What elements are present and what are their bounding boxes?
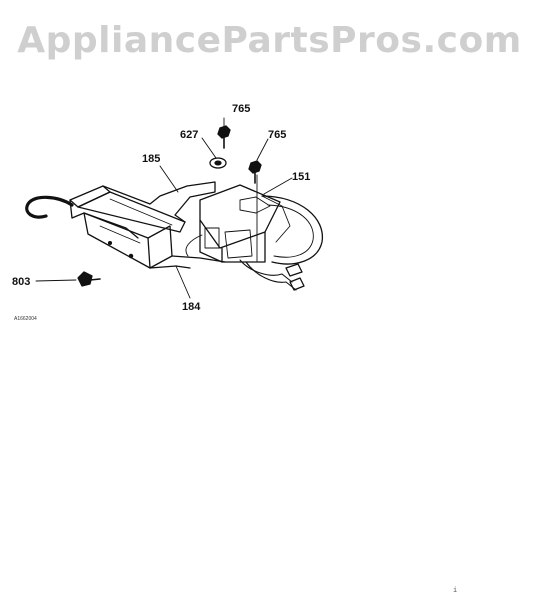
motor-151 [185, 184, 281, 263]
callout-185: 185 [142, 153, 160, 165]
callout-803: 803 [12, 276, 30, 288]
figure-code: A1662004 [14, 316, 37, 322]
screw-803 [77, 271, 101, 287]
screw-765-right [248, 160, 262, 184]
callout-184: 184 [182, 301, 201, 313]
callout-765-top: 765 [232, 103, 250, 115]
callout-627: 627 [180, 129, 198, 141]
disk-plate [261, 195, 323, 265]
corner-mark: i [453, 586, 457, 594]
wire-harness [239, 259, 305, 291]
callout-151: 151 [292, 171, 310, 183]
bracket-185 [69, 181, 216, 239]
callout-765-right: 765 [268, 129, 286, 141]
washer-627 [209, 157, 227, 169]
bracket-184 [83, 212, 226, 269]
screw-765-top [217, 125, 231, 149]
watermark-logo: AppliancePartsPros.com [17, 20, 522, 61]
hook-part [25, 195, 74, 219]
leader-lines [35, 117, 293, 299]
